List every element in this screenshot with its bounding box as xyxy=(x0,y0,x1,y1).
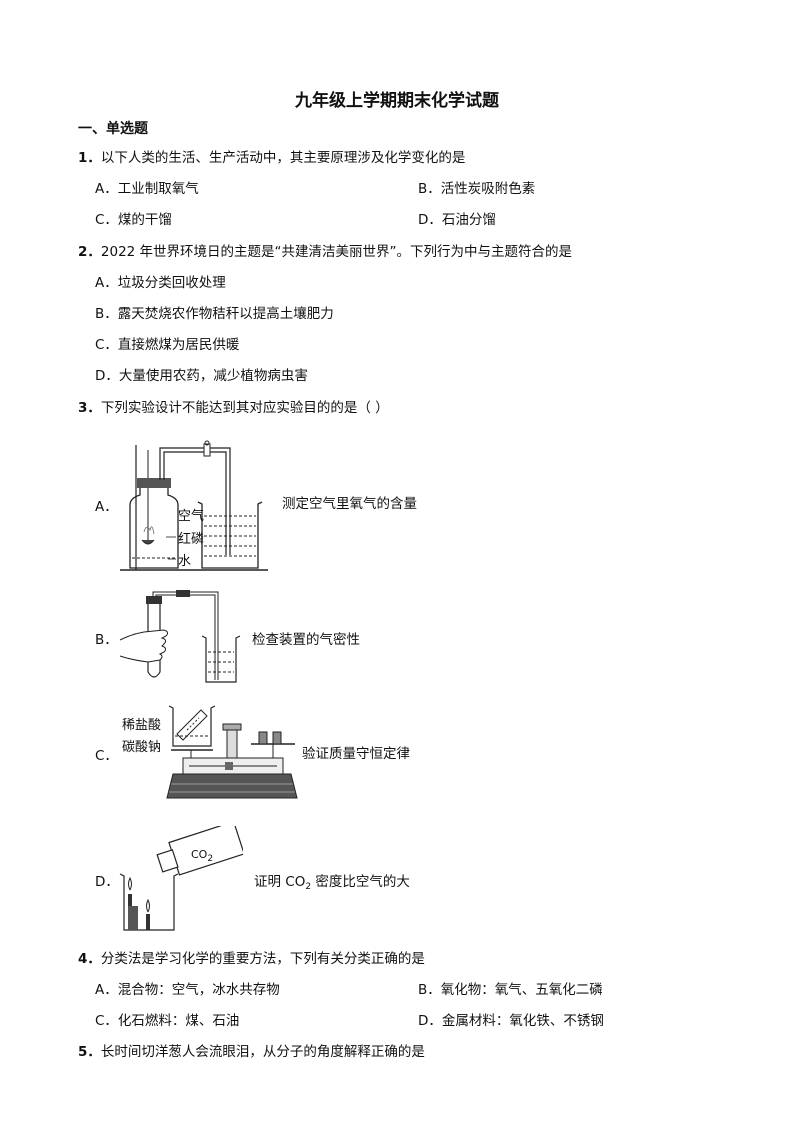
q2-option-c: C．直接燃煤为居民供暖 xyxy=(95,337,240,353)
q4-option-a: A．混合物：空气，冰水共存物 xyxy=(95,982,280,998)
q4-option-c: C．化石燃料：煤、石油 xyxy=(95,1013,240,1029)
question-stem: 长时间切洋葱人会流眼泪，从分子的角度解释正确的是 xyxy=(100,1044,425,1060)
q3-option-c-letter: C． xyxy=(95,748,118,764)
q2-option-a: A．垃圾分类回收处理 xyxy=(95,275,226,291)
q2-option-b: B．露天焚烧农作物秸秆以提高土壤肥力 xyxy=(95,306,334,322)
co2-density-apparatus-figure xyxy=(118,826,243,934)
question-1: 1．以下人类的生活、生产活动中，其主要原理涉及化学变化的是 xyxy=(78,146,465,166)
label-air: 空气 xyxy=(178,509,205,524)
label-dilute-hydrochloric-acid: 稀盐酸 xyxy=(122,718,162,733)
label-water: 水 xyxy=(178,554,192,569)
balance-apparatus-figure xyxy=(165,700,300,802)
q1-option-d: D．石油分馏 xyxy=(418,212,496,228)
q3-option-c-caption: 验证质量守恒定律 xyxy=(302,746,410,762)
question-3: 3．下列实验设计不能达到其对应实验目的的是（ ） xyxy=(78,396,389,416)
question-number: 2． xyxy=(78,244,101,260)
question-number: 1． xyxy=(78,150,101,166)
oxygen-content-apparatus-figure xyxy=(118,440,278,575)
q3-option-a-caption: 测定空气里氧气的含量 xyxy=(282,496,417,512)
label-red-phosphorus: 红磷 xyxy=(178,532,205,547)
co2-bottle-label-subscript: 2 xyxy=(207,854,214,864)
co2-bottle-label-main: CO xyxy=(191,848,208,861)
caption-subscript: 2 xyxy=(305,882,312,892)
question-stem: 下列实验设计不能达到其对应实验目的的是（ ） xyxy=(100,400,389,416)
q2-option-d: D．大量使用农药，减少植物病虫害 xyxy=(95,368,308,384)
q3-option-a-letter: A． xyxy=(95,499,118,515)
question-2: 2．2022 年世界环境日的主题是“共建清洁美丽世界”。下列行为中与主题符合的是 xyxy=(78,240,572,260)
question-4: 4．分类法是学习化学的重要方法，下列有关分类正确的是 xyxy=(78,947,425,967)
caption-text: 密度比空气的大 xyxy=(311,874,410,890)
page-title: 九年级上学期期末化学试题 xyxy=(295,91,499,111)
question-number: 3． xyxy=(78,400,101,416)
question-number: 5． xyxy=(78,1044,101,1060)
q4-option-d: D．金属材料：氧化铁、不锈钢 xyxy=(418,1013,604,1029)
q3-option-d-letter: D． xyxy=(95,874,119,890)
q3-option-d-caption: 证明 CO2 密度比空气的大 xyxy=(254,870,410,892)
q3-option-b-caption: 检查装置的气密性 xyxy=(252,632,360,648)
question-5: 5．长时间切洋葱人会流眼泪，从分子的角度解释正确的是 xyxy=(78,1040,425,1060)
airtightness-apparatus-figure xyxy=(118,590,243,685)
question-stem: 以下人类的生活、生产活动中，其主要原理涉及化学变化的是 xyxy=(100,150,466,166)
section-heading: 一、单选题 xyxy=(78,121,148,137)
q3-option-b-letter: B． xyxy=(95,632,118,648)
q1-option-b: B．活性炭吸附色素 xyxy=(418,181,536,197)
q1-option-a: A．工业制取氧气 xyxy=(95,181,199,197)
question-number: 4． xyxy=(78,951,101,967)
q1-option-c: C．煤的干馏 xyxy=(95,212,172,228)
question-stem: 2022 年世界环境日的主题是“共建清洁美丽世界”。下列行为中与主题符合的是 xyxy=(100,244,573,260)
label-sodium-carbonate: 碳酸钠 xyxy=(122,740,162,755)
caption-text: 证明 CO xyxy=(254,874,306,890)
q4-option-b: B．氧化物：氧气、五氧化二磷 xyxy=(418,982,603,998)
question-stem: 分类法是学习化学的重要方法，下列有关分类正确的是 xyxy=(100,951,425,967)
co2-bottle-label: CO2 xyxy=(191,848,213,864)
